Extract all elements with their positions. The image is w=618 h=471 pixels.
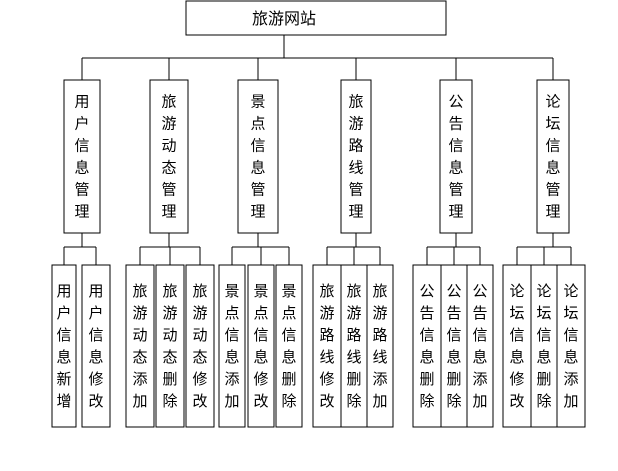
child-node: 旅游路线修改 [312,264,342,428]
root-label: 旅游网站 [252,9,316,28]
child-box [81,264,111,428]
child-nodes: 用户信息新增用户信息修改旅游动态添加旅游动态删除旅游动态修改景点信息添加景点信息… [51,264,586,428]
module-node: 旅游路线管理 [340,79,372,234]
child-box [185,264,215,428]
child-node: 公告信息添加 [466,264,494,428]
child-label: 公告信息删除 [446,282,461,410]
child-box [366,264,394,428]
child-box [155,264,185,428]
module-node: 用户信息管理 [63,79,101,234]
child-label: 旅游路线删除 [346,282,361,410]
child-node: 旅游动态添加 [125,264,155,428]
module-box [63,79,101,234]
child-label: 旅游动态添加 [132,282,147,410]
child-label: 旅游路线添加 [372,282,387,410]
child-label: 论坛信息添加 [563,282,578,410]
child-label: 景点信息删除 [281,282,296,410]
module-label: 旅游动态管理 [161,93,176,221]
child-box [275,264,303,428]
child-node: 用户信息新增 [51,264,77,428]
module-box [237,79,279,234]
child-box [218,264,246,428]
child-box [125,264,155,428]
child-node: 景点信息删除 [275,264,303,428]
module-label: 旅游路线管理 [348,93,363,221]
module-label: 用户信息管理 [74,93,89,221]
child-node: 公告信息删除 [412,264,442,428]
module-box [536,79,570,234]
child-label: 景点信息添加 [224,282,239,410]
child-box [502,264,532,428]
child-box [556,264,586,428]
module-box [340,79,372,234]
child-box [440,264,468,428]
child-node: 旅游路线添加 [366,264,394,428]
module-box [439,79,473,234]
child-node: 旅游动态删除 [155,264,185,428]
child-box [466,264,494,428]
child-label: 用户信息修改 [88,282,103,410]
child-label: 旅游路线修改 [319,282,334,410]
child-node: 公告信息删除 [440,264,468,428]
child-label: 论坛信息删除 [536,282,551,410]
module-label: 景点信息管理 [250,93,265,221]
child-box [51,264,77,428]
module-node: 景点信息管理 [237,79,279,234]
module-label: 论坛信息管理 [545,93,560,221]
module-node: 公告信息管理 [439,79,473,234]
child-label: 论坛信息修改 [509,282,524,410]
child-label: 景点信息修改 [253,282,268,410]
child-node: 用户信息修改 [81,264,111,428]
child-node: 论坛信息修改 [502,264,532,428]
root-box [185,0,447,36]
module-box [149,79,189,234]
root-node: 旅游网站 [185,0,447,36]
child-node: 旅游动态修改 [185,264,215,428]
module-label: 公告信息管理 [448,93,463,221]
child-node: 景点信息修改 [247,264,275,428]
child-label: 公告信息添加 [472,282,487,410]
child-node: 论坛信息删除 [530,264,558,428]
child-label: 旅游动态修改 [192,282,207,410]
child-node: 旅游路线删除 [340,264,368,428]
child-node: 景点信息添加 [218,264,246,428]
child-node: 论坛信息添加 [556,264,586,428]
module-node: 旅游动态管理 [149,79,189,234]
module-nodes: 用户信息管理 旅游动态管理 景点信息管理 旅游路线管理 公告信息管理 论坛信息管理 [63,79,570,234]
child-label: 公告信息删除 [419,282,434,410]
child-box [412,264,442,428]
module-node: 论坛信息管理 [536,79,570,234]
child-label: 用户信息新增 [56,282,71,410]
child-box [312,264,342,428]
child-box [247,264,275,428]
child-label: 旅游动态删除 [162,282,177,410]
connector-lines [63,35,572,265]
